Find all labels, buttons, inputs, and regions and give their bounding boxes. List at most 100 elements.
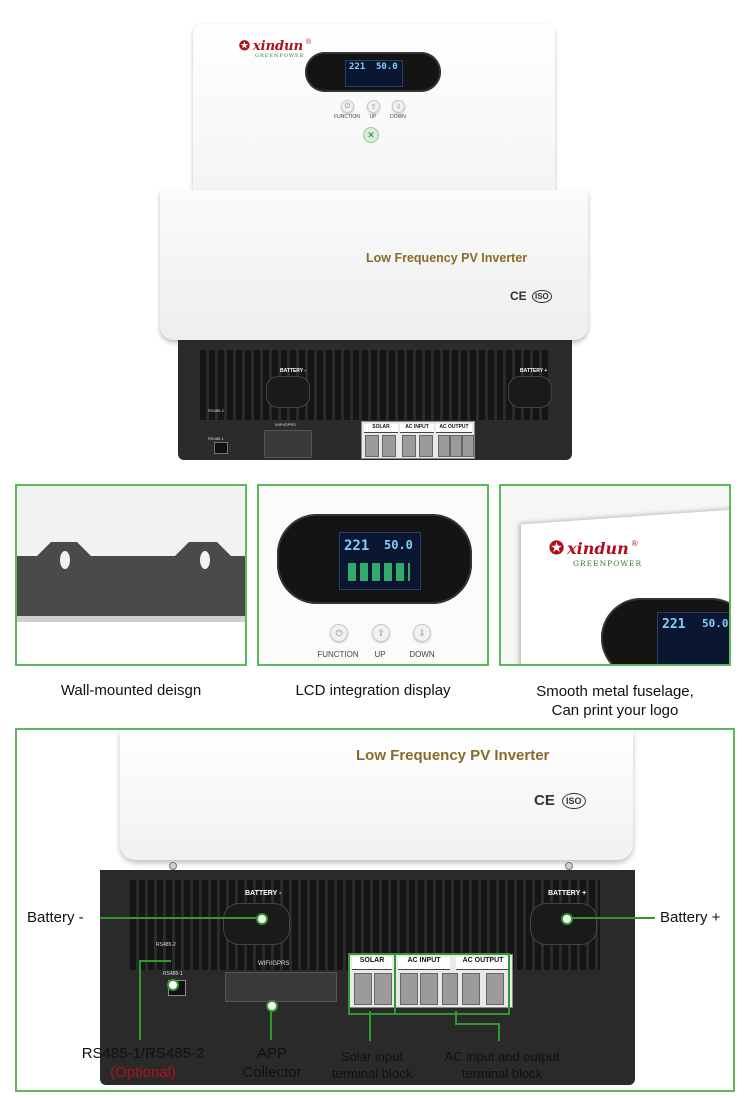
detail-wifi-module-slot: WIFI/GPRS (225, 961, 337, 1002)
detail-solar-terminal-label: SOLAR (352, 957, 392, 970)
down-button[interactable]: ⇩ (392, 100, 405, 113)
callout-battery-pos: Battery + (660, 909, 721, 926)
app-line (270, 1004, 272, 1040)
solar-highlight (348, 953, 396, 1015)
terminal-screw (382, 435, 396, 457)
lcd-panel: 221 50.0 (305, 52, 441, 92)
callout-app-line1: APP (256, 1045, 287, 1062)
up-button-zoom[interactable]: ⇧ (372, 624, 390, 642)
battery-pos-port (508, 376, 552, 408)
lcd-icons (348, 563, 410, 581)
down-label: DOWN (390, 114, 406, 120)
callout-rs485-text: RS485-1/RS485-2 (81, 1045, 205, 1062)
lcd-left-value-partial: 221 (662, 617, 686, 632)
iso-mark: ISO (532, 290, 552, 303)
terminal-screw (365, 435, 379, 457)
callout-ac-line2: terminal block (461, 1066, 543, 1081)
terminal-block: SOLAR AC INPUT AC OUTPUT (361, 421, 475, 459)
caption-fuselage-line1: Smooth metal fuselage, (536, 683, 694, 700)
detail-ce-mark: CE (534, 792, 555, 809)
brand-logo: ✪ xindun ® (239, 38, 311, 54)
caption-lcd: LCD integration display (295, 682, 451, 699)
detail-rs485-2-label: RS485-2 (156, 942, 176, 948)
up-label-zoom: UP (374, 650, 386, 659)
brand-tagline-wrap: GREENPOWER (255, 53, 304, 59)
lcd-right-value: 50.0 (376, 62, 398, 72)
registered-mark-zoom: ® (631, 539, 638, 548)
down-button-zoom[interactable]: ⇩ (413, 624, 431, 642)
registered-mark: ® (306, 38, 312, 46)
function-button[interactable]: ⏻ (341, 100, 354, 113)
terminal-screw (402, 435, 416, 457)
detail-panel: Low Frequency PV Inverter CE ISO BATTERY… (15, 728, 735, 1092)
ac-line-v1 (455, 1011, 457, 1025)
battery-pos-line (565, 917, 655, 919)
lcd-screen-partial: 221 50.0 (657, 612, 729, 664)
detail-battery-neg-label: BATTERY - (245, 890, 282, 897)
app-dot (266, 1000, 278, 1012)
screw (565, 862, 573, 870)
detail-rs485-1-label: RS485-1 (163, 971, 183, 977)
product-main-image: ✪ xindun ® GREENPOWER 221 50.0 ⏻ ⇧ ⇩ FUN… (0, 0, 750, 470)
detail-wifi-label: WIFI/GPRS (258, 961, 290, 967)
terminal-screw (374, 973, 392, 1005)
terminal-screw (420, 973, 438, 1005)
up-button[interactable]: ⇧ (367, 100, 380, 113)
caption-fuselage-line2: Can print your logo (551, 702, 679, 719)
detail-ac-input-label: AC INPUT (398, 957, 450, 970)
callout-solar-line1: Solar input (340, 1049, 404, 1064)
feature-panel-wall-mount (15, 484, 247, 666)
rs485-1-label: RS485-1 (208, 436, 224, 441)
callout-app-line2: Collector (242, 1064, 302, 1081)
lcd-panel-partial: 221 50.0 (601, 598, 729, 664)
status-led-icon: ✕ (363, 127, 379, 143)
brand-tagline: GREENPOWER (255, 53, 305, 59)
function-button-zoom[interactable]: ⏻ (330, 624, 348, 642)
feature-panel-lcd: 221 50.0 ⏻ ⇧ ⇩ FUNCTION UP DOWN (257, 484, 489, 666)
battery-neg-line (100, 917, 260, 919)
callout-ac: AC input and output terminal block (437, 1048, 567, 1082)
wifi-label: WIFI/GPRS (275, 422, 296, 427)
rs485-2-label: RS485-2 (208, 408, 224, 413)
inverter-front-cover: Low Frequency PV Inverter CE ISO (160, 190, 588, 340)
terminal-screw (462, 435, 474, 457)
solar-terminal-label: SOLAR (364, 424, 398, 433)
inverter-base: BATTERY - BATTERY + RS485-2 RS485-1 WIFI… (178, 340, 572, 460)
terminal-screw (450, 435, 462, 457)
detail-front-cover: Low Frequency PV Inverter CE ISO (120, 730, 633, 860)
callout-rs485: RS485-1/RS485-2 (Optional) (63, 1044, 223, 1082)
logo-star-icon: ✪ (549, 538, 565, 558)
product-title: Low Frequency PV Inverter (366, 251, 528, 265)
battery-neg-dot (256, 913, 268, 925)
caption-wall-mount: Wall-mounted deisgn (60, 682, 202, 699)
lcd-right-value-zoom: 50.0 (384, 538, 413, 552)
down-label-zoom: DOWN (409, 650, 435, 659)
ac-line-h (455, 1023, 499, 1025)
ac-highlight (394, 953, 510, 1015)
terminal-screw (354, 973, 372, 1005)
lcd-left-value: 221 (349, 62, 366, 72)
solar-line (369, 1011, 371, 1041)
detail-battery-pos-label: BATTERY + (548, 890, 587, 897)
battery-pos-label: BATTERY + (520, 368, 548, 374)
screw (169, 862, 177, 870)
detail-product-title: Low Frequency PV Inverter (356, 747, 550, 764)
ac-input-label: AC INPUT (400, 424, 434, 433)
brand-name: xindun (252, 38, 304, 54)
inverter-top-cover: ✪ xindun ® GREENPOWER 221 50.0 ⏻ ⇧ ⇩ FUN… (193, 24, 555, 194)
callout-app: APP Collector (227, 1044, 317, 1082)
terminal-screw (419, 435, 433, 457)
battery-neg-port (266, 376, 310, 408)
function-label-zoom: FUNCTION (317, 650, 359, 659)
feature-panel-fuselage: ✪ xindun ® GREENPOWER 221 50.0 (499, 484, 731, 666)
rs485-1-port (214, 442, 228, 454)
wifi-module-slot: WIFI/GPRS (264, 422, 312, 458)
wall-bracket-illustration (17, 542, 245, 664)
detail-battery-neg-port (223, 903, 290, 945)
lcd-screen-zoom: 221 50.0 (339, 532, 421, 590)
detail-terminal-block: SOLAR AC INPUT AC OUTPUT (349, 954, 513, 1008)
terminal-screw (462, 973, 480, 1005)
rs485-line (139, 960, 141, 1040)
callout-solar: Solar input terminal block (317, 1048, 427, 1082)
rs485-line-h (139, 960, 171, 962)
